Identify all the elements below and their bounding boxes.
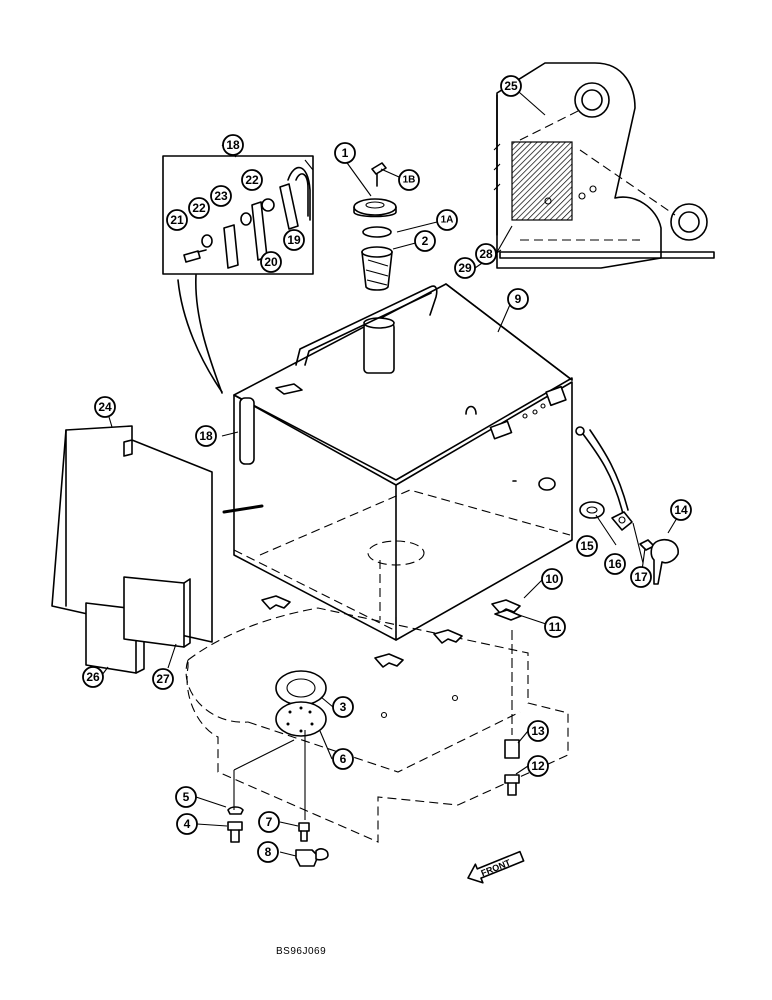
callout-17: 17 <box>630 566 652 588</box>
svg-text:8: 8 <box>265 845 272 859</box>
callout-7: 7 <box>258 811 280 833</box>
callout-10: 10 <box>541 568 563 590</box>
svg-text:13: 13 <box>531 724 545 738</box>
svg-text:21: 21 <box>170 213 184 227</box>
callout-21: 21 <box>166 209 188 231</box>
callout-22-left: 22 <box>188 197 210 219</box>
svg-text:16: 16 <box>608 557 622 571</box>
svg-text:6: 6 <box>340 752 347 766</box>
callout-25: 25 <box>500 75 522 97</box>
svg-text:5: 5 <box>183 790 190 804</box>
base-frame <box>185 595 569 843</box>
svg-text:22: 22 <box>245 173 259 187</box>
callout-20: 20 <box>260 251 282 273</box>
svg-text:19: 19 <box>287 233 301 247</box>
callout-13: 13 <box>527 720 549 742</box>
front-arrow: FRONT <box>467 850 525 884</box>
svg-text:15: 15 <box>580 539 594 553</box>
svg-text:20: 20 <box>264 255 278 269</box>
callout-28: 28 <box>475 243 497 265</box>
callout-18-tank: 18 <box>195 425 217 447</box>
callout-22-right: 22 <box>241 169 263 191</box>
callout-8: 8 <box>257 841 279 863</box>
svg-text:22: 22 <box>192 201 206 215</box>
svg-text:2: 2 <box>422 234 429 248</box>
boom-frame-detail <box>493 62 715 269</box>
svg-text:11: 11 <box>549 620 562 634</box>
gauge-fittings <box>575 426 679 585</box>
svg-text:24: 24 <box>98 400 112 414</box>
svg-text:18: 18 <box>199 429 213 443</box>
svg-text:14: 14 <box>674 503 688 517</box>
insulation-panels <box>51 425 264 674</box>
detail-inset-bracket <box>162 155 314 275</box>
callout-29: 29 <box>454 257 476 279</box>
callout-1: 1 <box>334 142 356 164</box>
callout-2: 2 <box>414 230 436 252</box>
leader-inset-2 <box>177 279 223 393</box>
svg-text:17: 17 <box>634 570 648 584</box>
svg-text:25: 25 <box>504 79 518 93</box>
svg-text:3: 3 <box>340 700 347 714</box>
svg-text:23: 23 <box>214 189 228 203</box>
callout-23: 23 <box>210 185 232 207</box>
filler-cap-assembly <box>353 162 397 291</box>
callout-3: 3 <box>332 696 354 718</box>
callout-1b: 1B <box>398 169 420 191</box>
svg-text:18: 18 <box>226 138 240 152</box>
callout-24: 24 <box>94 396 116 418</box>
svg-text:29: 29 <box>458 261 472 275</box>
leader-inset <box>195 274 223 394</box>
svg-text:10: 10 <box>545 572 559 586</box>
svg-text:27: 27 <box>156 672 170 686</box>
drawing-code: BS96J069 <box>276 946 327 957</box>
svg-text:12: 12 <box>531 759 545 773</box>
callout-1a: 1A <box>436 209 458 231</box>
callout-6: 6 <box>332 748 354 770</box>
svg-text:1: 1 <box>342 146 349 160</box>
svg-text:1A: 1A <box>441 215 454 226</box>
hydraulic-tank <box>233 283 573 641</box>
svg-text:9: 9 <box>515 292 522 306</box>
callout-19: 19 <box>283 229 305 251</box>
callout-15: 15 <box>576 535 598 557</box>
front-label: FRONT <box>479 857 512 878</box>
hardware <box>227 630 520 867</box>
callout-27: 27 <box>152 668 174 690</box>
callout-26: 26 <box>82 666 104 688</box>
svg-text:7: 7 <box>266 815 273 829</box>
callout-9: 9 <box>507 288 529 310</box>
callout-18-inset: 18 <box>222 134 244 156</box>
svg-text:1B: 1B <box>403 175 416 186</box>
svg-text:4: 4 <box>184 817 191 831</box>
callout-12: 12 <box>527 755 549 777</box>
callout-14: 14 <box>670 499 692 521</box>
callout-5: 5 <box>175 786 197 808</box>
svg-text:28: 28 <box>479 247 493 261</box>
callout-4: 4 <box>176 813 198 835</box>
svg-text:26: 26 <box>86 670 100 684</box>
callout-16: 16 <box>604 553 626 575</box>
callout-11: 11 <box>544 616 566 638</box>
cover-plates <box>275 670 327 737</box>
